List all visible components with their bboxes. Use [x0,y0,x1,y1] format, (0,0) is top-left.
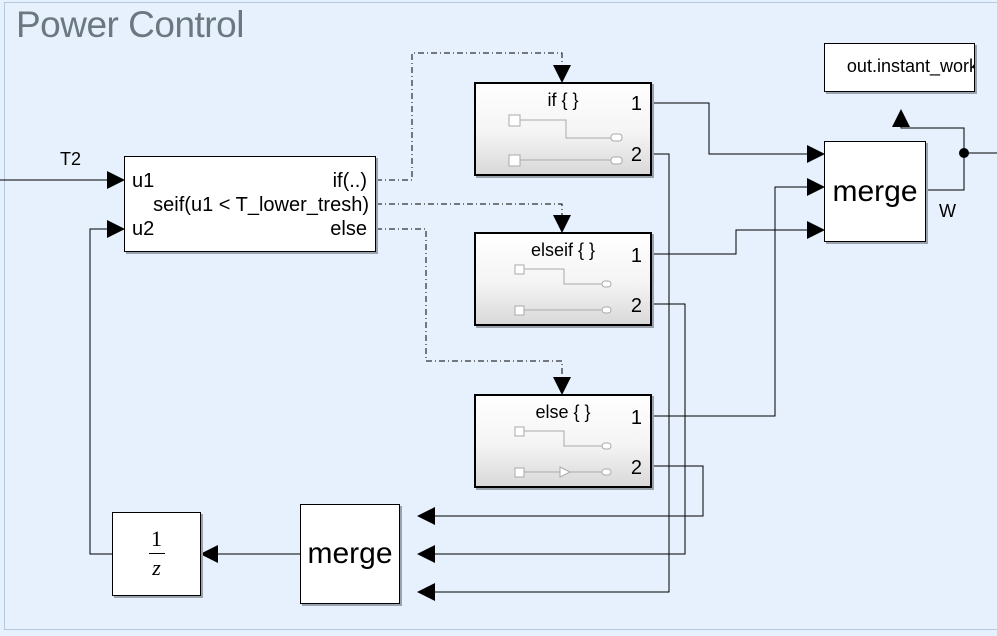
action-elseif [376,203,571,233]
subsystem-else[interactable]: else { } 1 2 [474,394,652,488]
unit-delay-numerator: 1 [151,526,162,551]
merge-bottom-block[interactable]: merge [300,504,400,604]
wire-if-1 [652,102,825,163]
subsystem-else-out2: 2 [630,457,642,479]
if-block-input-u2: u2 [132,218,155,240]
subsystem-if-label: if { } [547,90,579,110]
wire-if-2 [417,153,670,601]
subsystem-else-label: else { } [535,402,591,422]
subsystem-frame [4,2,997,630]
fraction-bar [148,553,165,554]
if-block-output-if: if(..) [332,170,367,192]
merge-bottom-label: merge [307,537,393,570]
subsystem-elseif-label: elseif { } [530,240,596,260]
signal-label-w: W [939,201,956,221]
output-block[interactable]: out.instant_work [824,43,975,92]
signal-label-t2: T2 [60,149,82,169]
subsystem-elseif-preview-icon [514,264,612,316]
subsystem-if-preview-icon [508,114,623,167]
subsystem-else-out1: 1 [630,407,642,429]
subsystem-elseif-out2: 2 [630,295,642,317]
unit-delay-block[interactable]: 1 z [112,512,201,596]
subsystem-if-out2: 2 [630,144,642,166]
output-block-label: out.instant_work [846,56,975,76]
subsystem-if-out1: 1 [630,93,642,115]
branch-point [959,148,969,158]
merge-top-block[interactable]: merge [824,141,926,242]
subsystem-title: Power Control [16,4,244,45]
wire-else-1 [652,178,825,417]
subsystem-elseif-out1: 1 [630,245,642,267]
merge-top-label: merge [832,174,918,208]
subsystem-else-preview-icon [514,426,612,478]
wire-w [926,152,997,191]
wire-elseif-1 [652,221,825,255]
subsystem-if[interactable]: if { } 1 2 [474,82,652,176]
if-block-condition: seif(u1 < T_lower_tresh) [153,194,369,216]
wire-feedback [89,220,125,555]
unit-delay-denominator: z [152,555,161,580]
subsystem-elseif[interactable]: elseif { } 1 2 [474,232,652,326]
action-else [376,228,571,395]
unit-delay-fraction: 1 z [113,527,200,580]
if-block-output-else: else [330,218,367,240]
wire-else-2 [417,465,704,525]
if-block-input-u1: u1 [132,170,155,192]
if-block[interactable]: u1 u2 if(..) seif(u1 < T_lower_tresh) el… [124,156,376,252]
wire-w-branch [892,109,965,153]
wire-elseif-2 [417,303,686,563]
